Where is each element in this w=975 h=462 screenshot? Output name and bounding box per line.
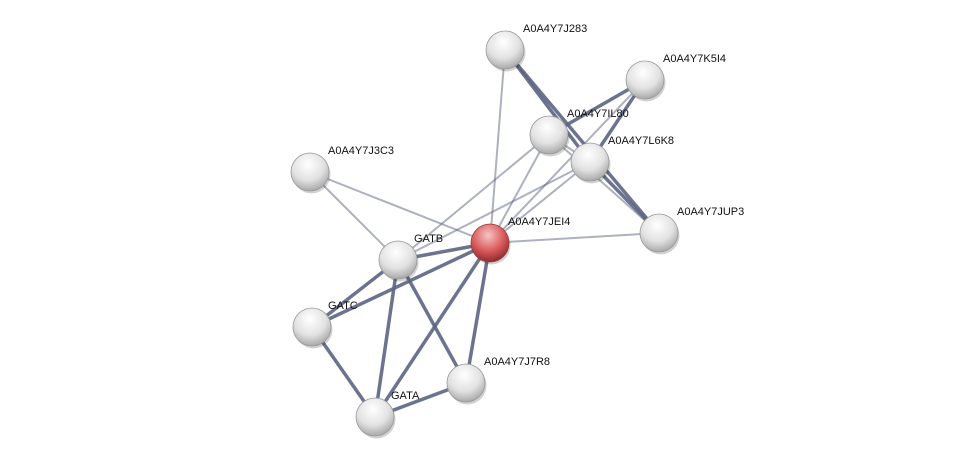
node-sphere[interactable] (639, 213, 679, 253)
node-label: A0A4Y7K5I4 (663, 53, 726, 65)
edge-gatb-a0a4y7il80[interactable] (397, 134, 550, 261)
edge-a0a4y7j283-a0a4y7jup3[interactable] (503, 48, 661, 235)
node-a0a4y7jei4[interactable]: A0A4Y7JEI4 (470, 216, 570, 265)
edge-gatb-a0a4y7j7r8[interactable] (396, 259, 468, 384)
node-a0a4y7jup3[interactable]: A0A4Y7JUP3 (639, 206, 744, 255)
node-a0a4y7j3c3[interactable]: A0A4Y7J3C3 (290, 145, 394, 194)
node-a0a4y7l6k8[interactable]: A0A4Y7L6K8 (570, 135, 674, 184)
edge-a0a4y7jei4-a0a4y7jup3[interactable] (489, 232, 660, 244)
node-label: GATB (414, 233, 443, 245)
edge-a0a4y7jei4-a0a4y7j3c3[interactable] (309, 171, 491, 244)
edge-a0a4y7jei4-gata[interactable] (373, 242, 492, 418)
node-a0a4y7j7r8[interactable]: A0A4Y7J7R8 (446, 356, 550, 405)
node-gata[interactable]: GATA (355, 390, 420, 439)
node-sphere[interactable] (625, 60, 665, 100)
node-a0a4y7k5i4[interactable]: A0A4Y7K5I4 (625, 53, 726, 102)
edge-gatb-gata[interactable] (373, 259, 400, 418)
node-sphere[interactable] (470, 223, 510, 263)
node-sphere[interactable] (529, 115, 569, 155)
node-gatb[interactable]: GATB (378, 233, 443, 282)
node-sphere[interactable] (446, 363, 486, 403)
node-label: A0A4Y7JUP3 (677, 206, 744, 218)
node-label: A0A4Y7J283 (523, 23, 587, 35)
edge-gatb-a0a4y7l6k8[interactable] (397, 161, 591, 261)
edge-a0a4y7jei4-a0a4y7j7r8[interactable] (464, 242, 492, 384)
node-sphere[interactable] (485, 30, 525, 70)
edge-a0a4y7jei4-a0a4y7k5i4[interactable] (489, 79, 646, 244)
node-label: A0A4Y7J3C3 (328, 145, 394, 157)
edge-gatb-a0a4y7j3c3[interactable] (309, 171, 399, 261)
edge-a0a4y7jei4-a0a4y7l6k8[interactable] (489, 161, 591, 244)
edge-a0a4y7jei4-gatc[interactable] (311, 241, 491, 329)
node-sphere[interactable] (570, 142, 610, 182)
edge-a0a4y7jei4-a0a4y7il80[interactable] (489, 134, 550, 244)
node-sphere[interactable] (292, 307, 332, 347)
node-a0a4y7il80[interactable]: A0A4Y7IL80 (529, 108, 629, 157)
node-label: A0A4Y7JEI4 (508, 216, 570, 228)
node-sphere[interactable] (290, 152, 330, 192)
edge-a0a4y7jei4-a0a4y7j283[interactable] (489, 49, 506, 244)
node-sphere[interactable] (378, 240, 418, 280)
node-label: A0A4Y7IL80 (567, 108, 629, 120)
node-gatc[interactable]: GATC (292, 300, 358, 349)
node-a0a4y7j283[interactable]: A0A4Y7J283 (485, 23, 587, 72)
node-sphere[interactable] (355, 397, 395, 437)
node-label: GATC (328, 300, 358, 312)
edge-a0a4y7il80-a0a4y7jup3[interactable] (548, 134, 660, 234)
node-label: GATA (391, 390, 420, 402)
node-label: A0A4Y7J7R8 (484, 356, 550, 368)
node-label: A0A4Y7L6K8 (608, 135, 674, 147)
